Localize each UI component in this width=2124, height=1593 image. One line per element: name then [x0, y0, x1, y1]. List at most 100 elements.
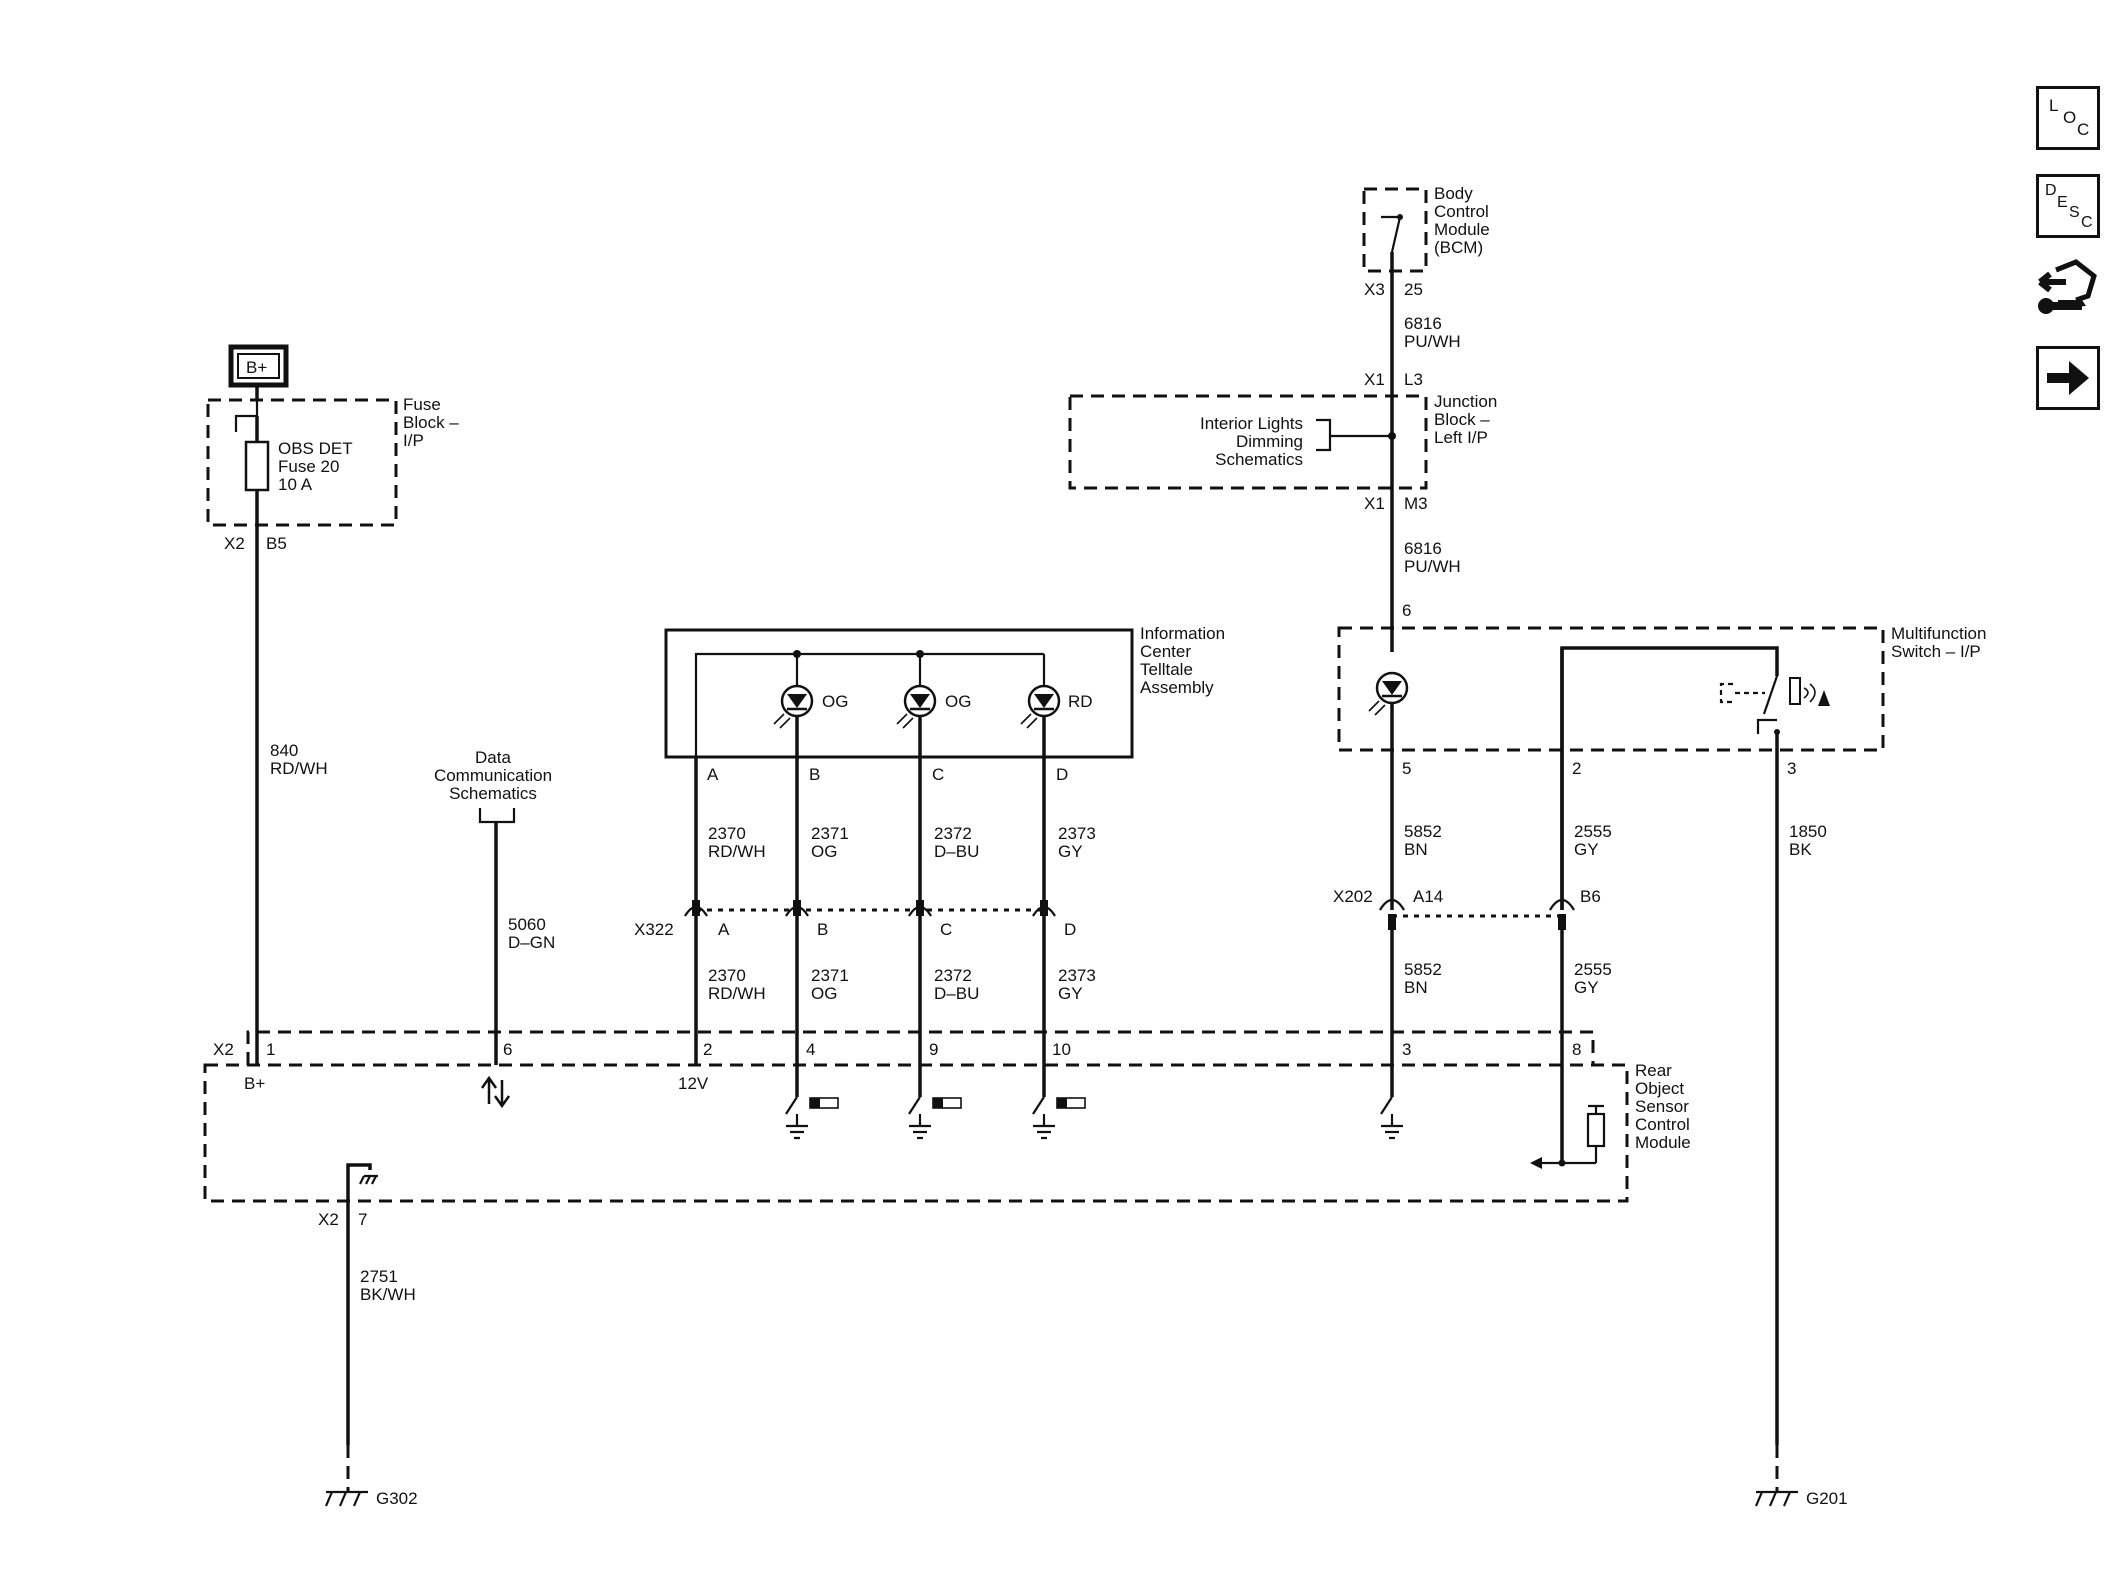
svg-text:1850: 1850	[1789, 822, 1827, 841]
svg-text:2372: 2372	[934, 824, 972, 843]
svg-text:Switch – I/P: Switch – I/P	[1891, 642, 1981, 661]
pull-up-resistor-icon	[1530, 1104, 1606, 1169]
svg-text:2373: 2373	[1058, 966, 1096, 985]
connector-tool-icon[interactable]	[2036, 256, 2100, 332]
svg-text:Left I/P: Left I/P	[1434, 428, 1488, 447]
mfs-indicator-led-icon	[1368, 671, 1409, 716]
next-arrow-icon[interactable]	[2036, 346, 2100, 410]
svg-text:Schematics: Schematics	[449, 784, 537, 803]
svg-text:Schematics: Schematics	[1215, 450, 1303, 469]
fuse-block-bus-icon	[234, 400, 259, 432]
svg-text:Block –: Block –	[403, 413, 459, 432]
svg-text:I/P: I/P	[403, 431, 424, 450]
svg-text:Sensor: Sensor	[1635, 1097, 1689, 1116]
svg-text:RD/WH: RD/WH	[708, 842, 766, 861]
fuse-label: OBS DET	[278, 439, 353, 458]
svg-text:S: S	[2069, 204, 2080, 221]
svg-text:2372: 2372	[934, 966, 972, 985]
bcm-box	[1362, 187, 1428, 273]
svg-text:A: A	[707, 765, 719, 784]
svg-text:Control: Control	[1635, 1115, 1690, 1134]
svg-text:X3: X3	[1364, 280, 1385, 299]
svg-text:X202: X202	[1333, 887, 1373, 906]
svg-text:3: 3	[1402, 1040, 1411, 1059]
info-center-bus	[694, 652, 1044, 760]
battery-terminal: B+	[228, 344, 289, 388]
bcm-switch-icon	[1381, 214, 1403, 271]
svg-text:6: 6	[503, 1040, 512, 1059]
svg-text:10: 10	[1052, 1040, 1071, 1059]
svg-text:RD/WH: RD/WH	[270, 759, 328, 778]
svg-text:Block –: Block –	[1434, 410, 1490, 429]
bcm-label: Body	[1434, 184, 1473, 203]
svg-text:6816: 6816	[1404, 314, 1442, 333]
rosm-connector-x2	[246, 1030, 1595, 1065]
svg-text:G302: G302	[376, 1489, 418, 1508]
fuse-icon	[244, 440, 270, 492]
svg-text:2373: 2373	[1058, 824, 1096, 843]
wire-label-840: 840	[270, 741, 298, 760]
svg-text:GY: GY	[1574, 840, 1599, 859]
desc-icon[interactable]: D E S C	[2036, 174, 2100, 238]
info-center-box	[664, 628, 1134, 759]
mfs-switch-icon	[1719, 675, 1830, 735]
svg-text:L3: L3	[1404, 370, 1423, 389]
svg-text:BK: BK	[1789, 840, 1812, 859]
junction-block-label: Junction	[1434, 392, 1497, 411]
svg-text:GY: GY	[1058, 842, 1083, 861]
interior-lights-label: Interior Lights	[1200, 414, 1303, 433]
svg-text:6816: 6816	[1404, 539, 1442, 558]
svg-text:GY: GY	[1058, 984, 1083, 1003]
svg-text:GY: GY	[1574, 978, 1599, 997]
svg-text:G201: G201	[1806, 1489, 1848, 1508]
svg-text:6: 6	[1402, 601, 1411, 620]
svg-text:L: L	[2049, 96, 2058, 115]
rosm-box	[203, 1063, 1629, 1203]
svg-text:Communication: Communication	[434, 766, 552, 785]
svg-text:5: 5	[1402, 759, 1411, 778]
svg-text:10 A: 10 A	[278, 475, 313, 494]
svg-text:A14: A14	[1413, 887, 1443, 906]
svg-text:D: D	[2045, 182, 2057, 199]
svg-text:B: B	[817, 920, 828, 939]
svg-text:C: C	[940, 920, 952, 939]
fuse-block-box	[206, 398, 398, 527]
x202-connector	[1379, 898, 1575, 930]
svg-text:RD: RD	[1068, 692, 1093, 711]
svg-text:PU/WH: PU/WH	[1404, 332, 1461, 351]
svg-text:E: E	[2057, 194, 2068, 211]
svg-text:OG: OG	[945, 692, 971, 711]
svg-text:2371: 2371	[811, 966, 849, 985]
svg-text:M3: M3	[1404, 494, 1428, 513]
svg-text:RD/WH: RD/WH	[708, 984, 766, 1003]
svg-text:A: A	[718, 920, 730, 939]
svg-text:PU/WH: PU/WH	[1404, 557, 1461, 576]
svg-text:D–GN: D–GN	[508, 933, 555, 952]
svg-text:2555: 2555	[1574, 822, 1612, 841]
svg-text:5852: 5852	[1404, 960, 1442, 979]
svg-text:X2: X2	[213, 1040, 234, 1059]
data-bus-arrows-icon	[480, 1075, 511, 1109]
svg-text:D–BU: D–BU	[934, 984, 979, 1003]
x322-connector	[684, 900, 1056, 917]
info-center-label: Information	[1140, 624, 1225, 643]
svg-text:BN: BN	[1404, 978, 1428, 997]
svg-text:X322: X322	[634, 920, 674, 939]
led-rd-icon	[1020, 654, 1061, 729]
svg-text:Telltale: Telltale	[1140, 660, 1193, 679]
svg-text:25: 25	[1404, 280, 1423, 299]
low-side-switch-4-icon	[785, 1096, 839, 1140]
svg-text:B: B	[809, 765, 820, 784]
svg-text:2371: 2371	[811, 824, 849, 843]
svg-text:Fuse 20: Fuse 20	[278, 457, 339, 476]
svg-text:X2: X2	[318, 1210, 339, 1229]
svg-text:OG: OG	[811, 842, 837, 861]
low-side-switch-3-icon	[1380, 1096, 1403, 1140]
svg-text:B6: B6	[1580, 887, 1601, 906]
loc-icon[interactable]: L O C	[2036, 86, 2100, 150]
svg-text:B+: B+	[246, 358, 267, 377]
svg-text:C: C	[2077, 120, 2089, 139]
svg-text:X2: X2	[224, 534, 245, 553]
svg-text:4: 4	[806, 1040, 815, 1059]
multifunction-switch-label: Multifunction	[1891, 624, 1986, 643]
